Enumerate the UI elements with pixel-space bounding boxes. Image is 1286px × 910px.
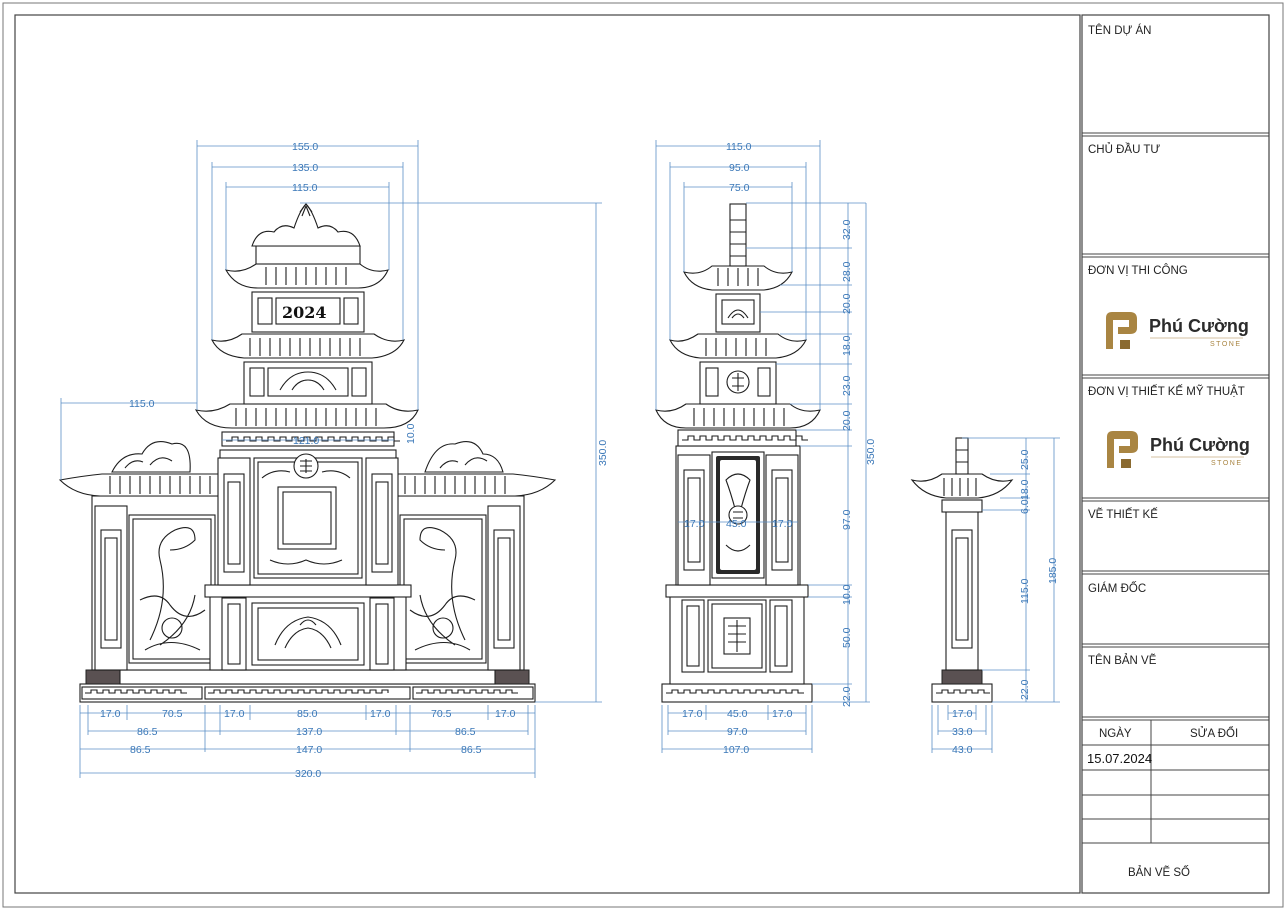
project-name-label: TÊN DỰ ÁN — [1088, 24, 1152, 37]
logo-name: Phú Cường — [1149, 316, 1249, 336]
dim-front-135: 135.0 — [292, 162, 318, 174]
dim-side-115: 115.0 — [726, 141, 752, 153]
tb-cell-drawing-name[interactable] — [1081, 646, 1270, 718]
dim-side-b2: 97.0 — [727, 726, 748, 738]
dim-side-inner-0: 17.0 — [684, 518, 705, 530]
front-view-drawing: 2024 — [58, 203, 557, 703]
dim-side-b1-0: 17.0 — [682, 708, 703, 720]
dim-side-v3: 18.0 — [841, 335, 853, 356]
dim-front-b1-6: 17.0 — [495, 708, 516, 720]
dim-front-gap: 10.0 — [405, 423, 417, 444]
drawing-name-label: TÊN BẢN VẼ — [1088, 654, 1157, 667]
dim-side-v9: 22.0 — [841, 686, 853, 707]
drawing-number-label: BẢN VẼ SỐ — [1128, 865, 1190, 879]
dim-pillar-b2: 43.0 — [952, 744, 973, 756]
tb-cell-investor[interactable] — [1081, 135, 1270, 255]
dim-side-v0: 32.0 — [841, 219, 853, 240]
logo-name: Phú Cường — [1150, 435, 1250, 455]
dim-front-b2-0: 86.5 — [137, 726, 158, 738]
dim-side-b3: 107.0 — [723, 744, 749, 756]
dim-side-v2: 20.0 — [841, 293, 853, 314]
drafter-label: VẼ THIẾT KẾ — [1088, 508, 1158, 521]
dim-front-b1-0: 17.0 — [100, 708, 121, 720]
art-designer-label: ĐƠN VỊ THIẾT KẾ MỸ THUẬT — [1088, 385, 1245, 398]
dim-side-v5: 20.0 — [841, 410, 853, 431]
dimension-annotations: 155.0 135.0 115.0 115.0 121.0 10.0 350.0… — [60, 140, 1060, 780]
inner-border — [14, 14, 1081, 894]
dim-side-75: 75.0 — [729, 182, 750, 194]
revision-header: SỬA ĐỔI — [1190, 727, 1238, 740]
dim-pillar-b0: 17.0 — [952, 708, 973, 720]
dim-front-b1-3: 85.0 — [297, 708, 318, 720]
dim-side-v8: 50.0 — [841, 627, 853, 648]
dim-side-inner-2: 17.0 — [772, 518, 793, 530]
dim-front-wing: 115.0 — [129, 398, 155, 410]
dim-side-height: 350.0 — [865, 439, 877, 465]
dim-front-total: 320.0 — [295, 768, 321, 780]
dim-pillar-v4: 22.0 — [1019, 679, 1031, 700]
tb-cell-director[interactable] — [1081, 573, 1270, 645]
dim-front-b2-1: 137.0 — [296, 726, 322, 738]
tb-cell-contractor[interactable] — [1081, 256, 1270, 376]
tb-cell-project[interactable] — [1081, 14, 1270, 134]
dim-side-v7: 10.0 — [841, 584, 853, 605]
dim-front-115: 115.0 — [292, 182, 318, 194]
tb-cell-revision-table — [1081, 719, 1270, 894]
year-plaque: 2024 — [282, 303, 327, 322]
logo-mark-icon — [1107, 431, 1138, 468]
dim-front-b3-0: 86.5 — [130, 744, 151, 756]
tb-cell-drafter[interactable] — [1081, 500, 1270, 572]
dim-side-v6: 97.0 — [841, 509, 853, 530]
investor-label: CHỦ ĐẦU TƯ — [1088, 143, 1160, 156]
dim-pillar-v1: 18.0 — [1019, 479, 1031, 500]
dim-pillar-v3: 115.0 — [1019, 578, 1031, 604]
date-value: 15.07.2024 — [1087, 751, 1152, 766]
dim-side-b1-1: 45.0 — [727, 708, 748, 720]
company-logo-contractor: Phú Cường STONE — [1106, 312, 1249, 349]
dim-front-b1-5: 70.5 — [431, 708, 452, 720]
dim-side-v4: 23.0 — [841, 375, 853, 396]
dim-side-95: 95.0 — [729, 162, 750, 174]
side-view-drawing — [655, 203, 821, 703]
tb-cell-art-designer[interactable] — [1081, 377, 1270, 499]
logo-mark-icon — [1106, 312, 1137, 349]
contractor-label: ĐƠN VỊ THI CÔNG — [1088, 264, 1188, 277]
date-header: NGÀY — [1099, 727, 1132, 740]
dim-front-b1-2: 17.0 — [224, 708, 245, 720]
dim-front-b1-1: 70.5 — [162, 708, 183, 720]
pillar-view-drawing — [910, 437, 1014, 703]
dim-front-b2-2: 86.5 — [455, 726, 476, 738]
logo-tagline: STONE — [1211, 460, 1243, 467]
logo-tagline: STONE — [1210, 341, 1242, 348]
company-logo-art-designer: Phú Cường STONE — [1107, 431, 1250, 468]
dim-front-b3-2: 86.5 — [461, 744, 482, 756]
dim-pillar-v0: 25.0 — [1019, 449, 1031, 470]
dim-front-inner: 121.0 — [293, 435, 319, 447]
dim-front-b3-1: 147.0 — [296, 744, 322, 756]
dim-front-155: 155.0 — [292, 141, 318, 153]
title-block: TÊN DỰ ÁN CHỦ ĐẦU TƯ ĐƠN VỊ THI CÔNG ĐƠN… — [1081, 14, 1270, 894]
dim-side-v1: 28.0 — [841, 261, 853, 282]
dim-front-b1-4: 17.0 — [370, 708, 391, 720]
dim-side-b1-2: 17.0 — [772, 708, 793, 720]
dim-pillar-height: 185.0 — [1047, 558, 1059, 584]
dim-front-height: 350.0 — [597, 440, 609, 466]
director-label: GIÁM ĐỐC — [1088, 581, 1146, 595]
dim-pillar-b1: 33.0 — [952, 726, 973, 738]
dim-pillar-v2: 6.0 — [1019, 499, 1031, 514]
dim-side-inner-1: 45.0 — [726, 518, 747, 530]
